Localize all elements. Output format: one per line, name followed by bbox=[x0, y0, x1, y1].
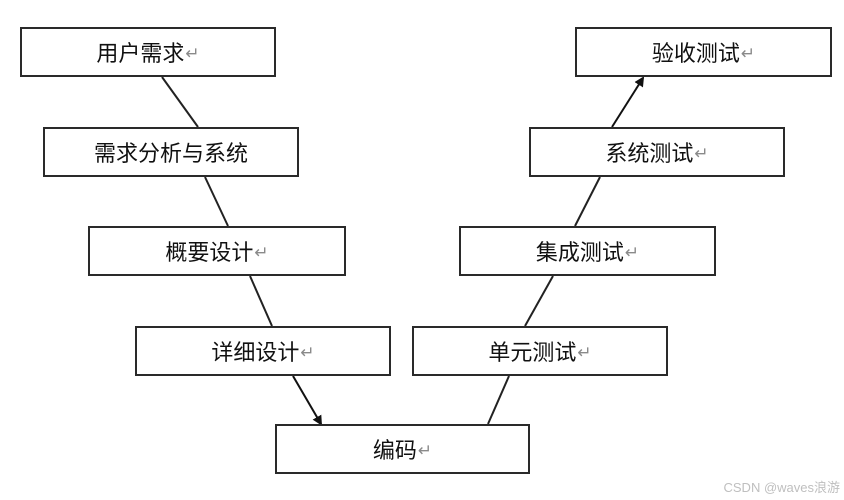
connector-integration-to-system bbox=[574, 176, 601, 227]
node-label: 详细设计 bbox=[211, 341, 300, 366]
node-label: 需求分析与系统 bbox=[93, 142, 248, 167]
node-label: 集成测试 bbox=[535, 241, 624, 266]
node-integration-test: 集成测试↵ bbox=[459, 226, 716, 276]
paragraph-mark-icon: ↵ bbox=[300, 343, 315, 363]
paragraph-mark-icon: ↵ bbox=[185, 44, 200, 64]
paragraph-mark-icon: ↵ bbox=[577, 343, 592, 363]
node-detailed-design: 详细设计↵ bbox=[135, 326, 391, 376]
node-system-test: 系统测试↵ bbox=[529, 127, 785, 177]
connector-outline-to-detailed bbox=[249, 275, 273, 327]
connector-coding-to-unit bbox=[487, 375, 510, 425]
arrow-system-to-acceptance bbox=[611, 76, 645, 128]
node-coding: 编码↵ bbox=[275, 424, 530, 474]
paragraph-mark-icon: ↵ bbox=[740, 44, 756, 64]
node-label: 验收测试 bbox=[651, 42, 740, 67]
arrow-detailed-to-coding bbox=[292, 375, 323, 426]
paragraph-mark-icon: ↵ bbox=[417, 441, 433, 461]
node-requirements-analysis: 需求分析与系统 bbox=[43, 127, 299, 177]
connector-unit-to-integration bbox=[524, 275, 554, 327]
node-outline-design: 概要设计↵ bbox=[88, 226, 346, 276]
watermark-text: CSDN @waves浪游 bbox=[723, 480, 841, 495]
paragraph-mark-icon: ↵ bbox=[624, 243, 640, 263]
node-label: 用户需求 bbox=[96, 42, 185, 67]
node-unit-test: 单元测试↵ bbox=[412, 326, 668, 376]
node-label: 概要设计 bbox=[165, 241, 254, 266]
connector-analysis-to-outline bbox=[204, 176, 229, 227]
connector-user-to-analysis bbox=[161, 76, 199, 128]
paragraph-mark-icon: ↵ bbox=[254, 243, 269, 263]
node-label: 编码 bbox=[372, 439, 417, 464]
paragraph-mark-icon: ↵ bbox=[694, 144, 709, 164]
node-label: 单元测试 bbox=[488, 341, 577, 366]
node-label: 系统测试 bbox=[605, 142, 694, 167]
node-user-requirements: 用户需求↵ bbox=[20, 27, 276, 77]
node-acceptance-test: 验收测试↵ bbox=[575, 27, 832, 77]
